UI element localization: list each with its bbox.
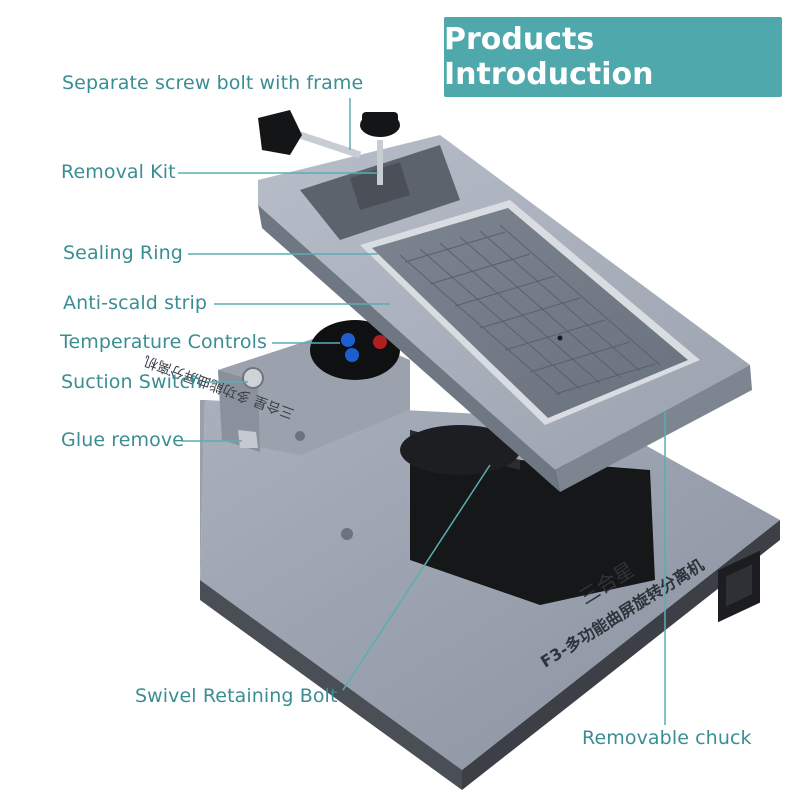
label-removable-chuck: Removable chuck xyxy=(582,727,752,749)
knob-left[interactable] xyxy=(258,110,362,159)
screw-hole-icon xyxy=(341,528,353,540)
label-swivel-retaining-bolt: Swivel Retaining Bolt xyxy=(135,685,338,707)
suction-grid xyxy=(399,224,661,396)
suction-switch-icon[interactable] xyxy=(242,367,264,389)
label-sealing-ring: Sealing Ring xyxy=(63,242,183,264)
label-screw-bolt: Separate screw bolt with frame xyxy=(62,72,364,94)
down-arrow-icon[interactable] xyxy=(345,348,359,362)
power-socket[interactable] xyxy=(718,550,760,623)
leader-lines xyxy=(178,98,666,725)
screw-icon xyxy=(295,431,305,441)
up-arrow-icon[interactable] xyxy=(341,333,355,347)
banner-title: Products Introduction xyxy=(444,22,654,92)
label-suction-switch: Suction Switch xyxy=(61,371,203,393)
control-head: 三合星 多功能曲屏分离机 xyxy=(142,320,410,455)
label-anti-scald-strip: Anti-scald strip xyxy=(63,292,208,314)
glue-remove-tool[interactable] xyxy=(238,430,258,448)
indicator-light-icon xyxy=(373,335,387,349)
knob-top[interactable] xyxy=(360,112,400,185)
label-temperature-controls: Temperature Controls xyxy=(60,331,267,353)
removable-chuck[interactable] xyxy=(360,200,700,425)
products-introduction-banner: Products Introduction xyxy=(444,17,782,97)
label-removal-kit: Removal Kit xyxy=(61,161,176,183)
label-glue-remove: Glue remove xyxy=(61,429,185,451)
